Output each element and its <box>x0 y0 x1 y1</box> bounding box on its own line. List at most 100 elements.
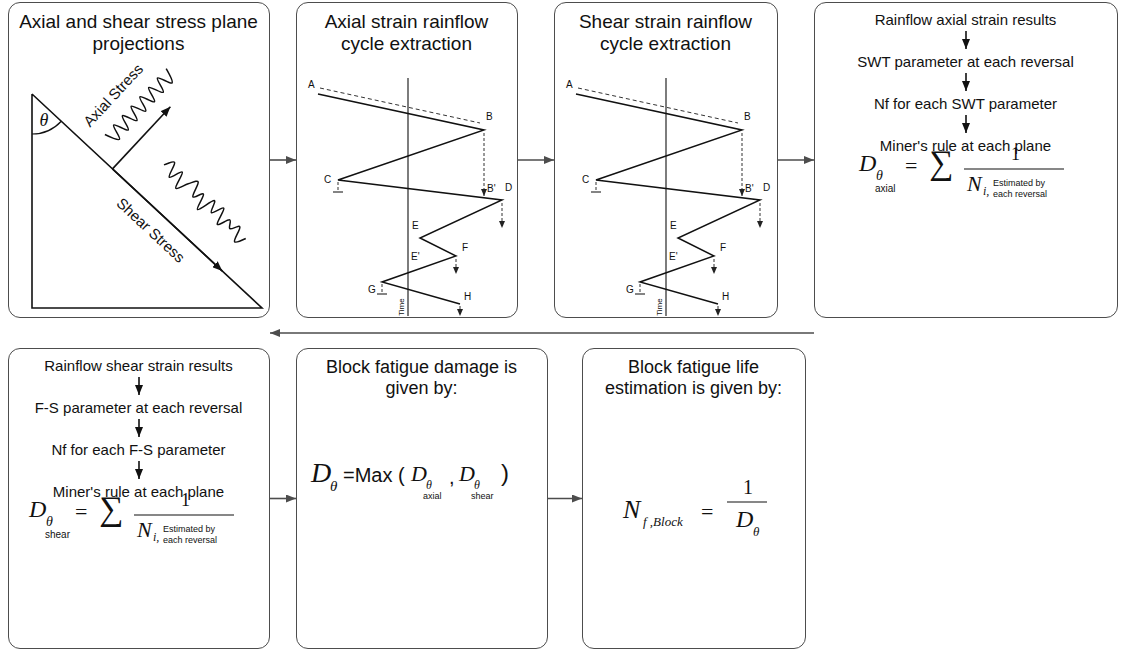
formula-symbol: axial <box>423 492 442 501</box>
formula-symbol: N <box>967 173 982 195</box>
box-text: Nf for each F-S parameter <box>17 441 260 458</box>
rainflow-stop <box>635 293 645 294</box>
formula-symbol: D <box>311 459 331 487</box>
formula-symbol: 1 <box>1011 145 1020 163</box>
rainflow-drop <box>456 259 457 274</box>
formula-symbol: D <box>29 497 46 521</box>
process-box: Block fatigue damage is given by: Dθ =Max … <box>296 348 548 649</box>
formula-symbol: ∑ <box>929 146 953 180</box>
reversal-letter: B' <box>487 184 496 194</box>
formula-symbol: Estimated by <box>163 525 215 534</box>
formula-symbol: f ,Block <box>643 515 683 528</box>
formula-symbol: i, <box>983 185 989 197</box>
box-text: Rainflow shear strain results <box>17 357 260 374</box>
box-text: Axial strain rainflow cycle extraction <box>305 11 508 55</box>
flow-arrow <box>138 377 140 395</box>
formula-symbol: ∑ <box>99 492 123 526</box>
formula-symbol: 1 <box>743 477 753 497</box>
shear-arrow <box>113 169 223 271</box>
strain-history <box>318 94 502 304</box>
process-box: Axial strain rainflow cycle extraction <box>296 2 518 318</box>
reversal-letter: F <box>720 243 726 253</box>
reversal-letter: G <box>368 285 376 295</box>
reversal-letter: A <box>308 80 315 90</box>
box-text: Shear strain rainflow cycle extraction <box>563 11 768 55</box>
formula-symbol: θ <box>876 169 883 183</box>
formula-symbol: D <box>859 151 876 175</box>
stress-label: Axial Stress <box>81 61 146 129</box>
formula-symbol: N <box>623 497 640 523</box>
reversal-letter: Time <box>656 298 664 315</box>
reversal-letter: C <box>324 175 331 185</box>
shear-stress-wave <box>164 162 246 242</box>
process-box: Rainflow axial strain resultsSWT paramet… <box>814 2 1118 318</box>
reversal-letter: Time <box>398 298 406 315</box>
flow-connector <box>270 159 296 161</box>
rainflow-path <box>578 88 738 123</box>
reversal-letter: C <box>582 175 589 185</box>
formula-symbol: θ <box>753 525 759 538</box>
axial-arrow <box>113 107 171 169</box>
flow-connector <box>270 498 296 500</box>
box-text: Block fatigue life estimation is given b… <box>591 357 796 398</box>
flow-connector <box>270 332 814 334</box>
flow-arrow <box>965 73 967 91</box>
formula-symbol: 1 <box>181 491 190 509</box>
formula-symbol: = <box>905 155 917 177</box>
reversal-letter: E' <box>411 252 420 262</box>
box-text: SWT parameter at each reversal <box>823 53 1108 70</box>
formula-symbol: D <box>736 507 753 531</box>
fraction-bar <box>134 514 234 515</box>
rainflow-drop <box>760 203 761 228</box>
process-box: Rainflow shear strain resultsF-S paramet… <box>8 348 270 649</box>
formula-symbol: each reversal <box>163 536 217 545</box>
rainflow-path <box>320 88 480 123</box>
flow-arrow <box>138 461 140 479</box>
reversal-letter: E <box>412 221 419 231</box>
reversal-letter: A <box>566 80 573 90</box>
process-box: Shear strain rainflow cycle extraction <box>554 2 778 318</box>
rainflow-drop <box>742 133 743 196</box>
formula-symbol: = <box>75 501 87 523</box>
rainflow-stop <box>591 191 601 192</box>
flow-connector <box>518 159 554 161</box>
box-text: Miner's rule at each plane <box>17 483 260 500</box>
formula-symbol: θ <box>46 515 53 529</box>
process-box: Axial and shear stress plane projections <box>8 2 270 318</box>
rainflow-stop <box>596 182 597 192</box>
flow-arrow <box>965 31 967 49</box>
rainflow-stop <box>377 293 387 294</box>
rainflow-drop <box>718 306 719 316</box>
reversal-letter: H <box>722 292 729 302</box>
formula-symbol: shear <box>471 492 494 501</box>
flow-connector <box>778 159 814 161</box>
flow-arrow <box>138 419 140 437</box>
formula-symbol: , <box>449 467 455 487</box>
formula-symbol: = <box>701 501 713 523</box>
rainflow-stop <box>333 191 343 192</box>
rainflow-drop <box>460 306 461 316</box>
box-text: Block fatigue damage is given by: <box>305 357 538 398</box>
reversal-letter: B <box>486 112 493 122</box>
box-text: F-S parameter at each reversal <box>17 399 260 416</box>
formula-symbol: =Max ( <box>343 465 405 485</box>
formula-symbol: θ <box>330 479 337 494</box>
formula-symbol: D <box>459 463 475 485</box>
process-box: Block fatigue life estimation is given b… <box>582 348 806 649</box>
formula-symbol: shear <box>45 530 70 540</box>
box-text: Nf for each SWT parameter <box>823 95 1108 112</box>
reversal-letter: D <box>763 183 770 193</box>
stress-label: θ <box>40 111 49 129</box>
formula-symbol: D <box>411 463 427 485</box>
formula-symbol: each reversal <box>993 190 1047 199</box>
rainflow-drop <box>484 133 485 196</box>
plane-triangle <box>32 94 262 308</box>
reversal-letter: E <box>670 221 677 231</box>
reversal-letter: H <box>464 292 471 302</box>
rainflow-drop <box>714 259 715 274</box>
reversal-letter: E' <box>669 252 678 262</box>
rainflow-drop <box>502 203 503 228</box>
rainflow-stop <box>640 284 641 294</box>
